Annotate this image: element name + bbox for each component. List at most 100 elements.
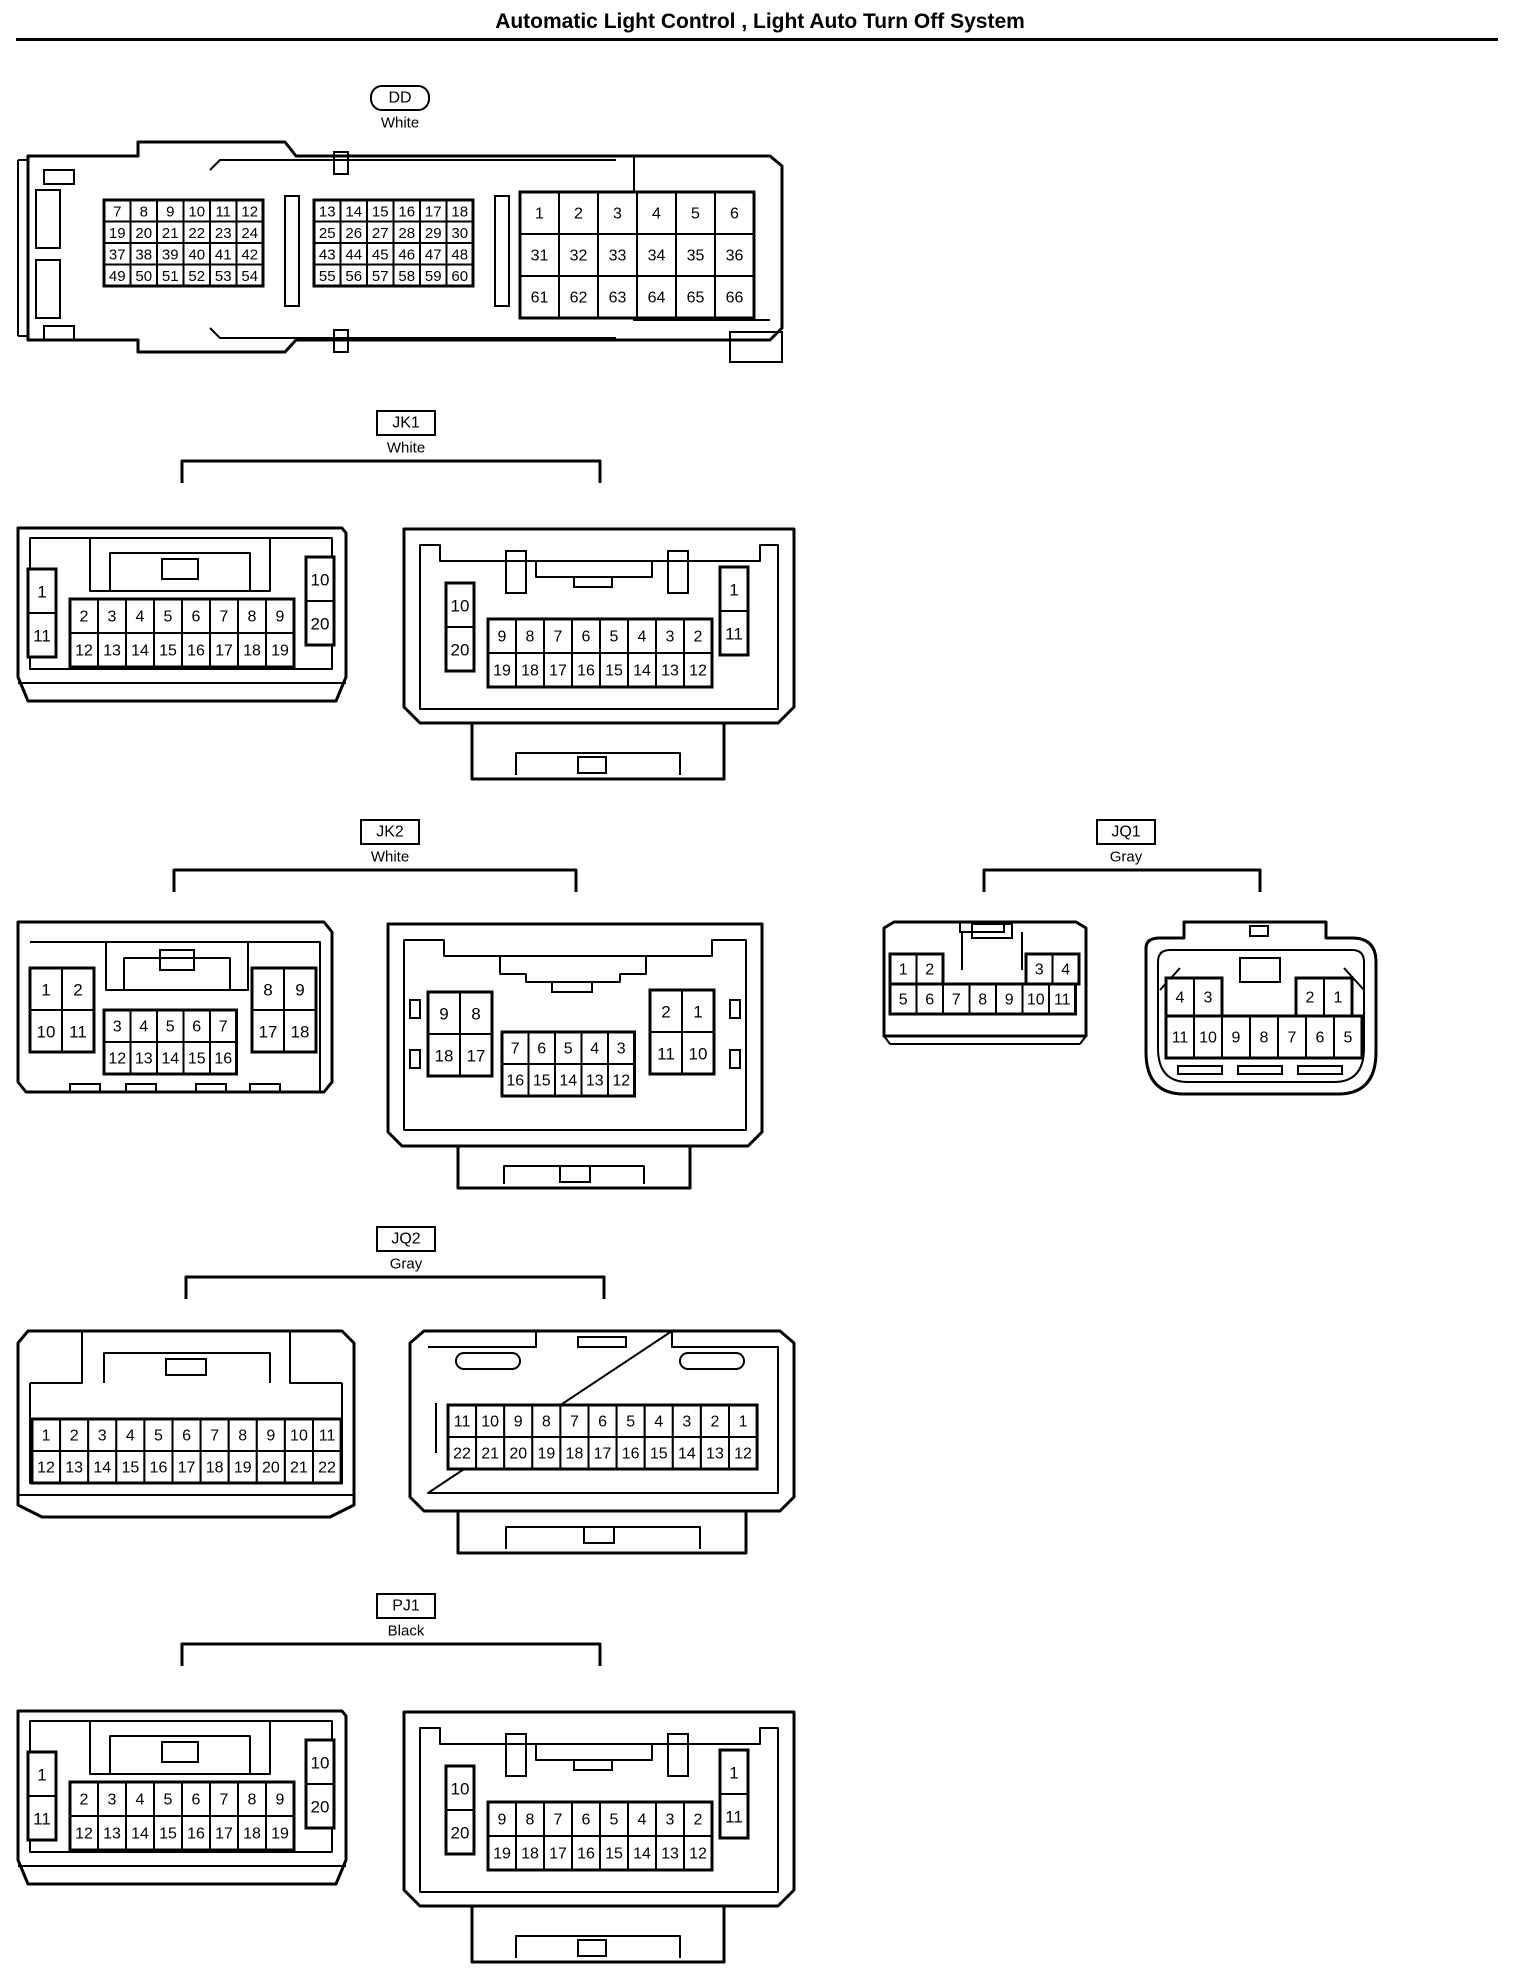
housing-outline [159, 949, 195, 971]
housing-outline [26, 140, 784, 354]
pin-number: 58 [398, 268, 415, 285]
pin-number: 1 [1334, 990, 1343, 1007]
connector-id: JK1 [392, 415, 420, 432]
pin-number: 19 [271, 643, 289, 660]
pin-cell [209, 632, 239, 668]
pin-cell [199, 1418, 230, 1452]
pin-number: 4 [638, 629, 647, 646]
pin-number: 4 [652, 206, 661, 223]
pin-number: 3 [113, 1019, 122, 1036]
pin-number: 62 [570, 290, 588, 307]
pin-number: 8 [1260, 1030, 1269, 1047]
pin-number: 3 [108, 1792, 117, 1809]
housing-outline [89, 538, 271, 592]
pin-block-outline [26, 1750, 58, 1842]
pin-number: 1 [37, 1766, 46, 1785]
housing-outline [402, 1710, 796, 1908]
pin-number: 31 [531, 248, 549, 265]
housing-outline [971, 923, 1013, 939]
pin-number: 24 [241, 225, 258, 242]
housing-outline [109, 1735, 251, 1774]
pin-number: 15 [605, 663, 623, 680]
pin-number: 12 [241, 203, 258, 220]
pin-number: 6 [537, 1041, 546, 1058]
pin-number: 7 [1288, 1030, 1297, 1047]
housing-outline [573, 576, 613, 588]
pin-number: 36 [726, 248, 744, 265]
pin-cell [599, 618, 629, 654]
pin-number: 1 [37, 583, 46, 602]
pin-block-outline [250, 966, 318, 1054]
pin-number: 65 [687, 290, 705, 307]
pin-number: 10 [481, 1414, 499, 1431]
pin-number: 7 [210, 1428, 219, 1445]
housing-outline [16, 1709, 348, 1886]
pin-number: 14 [345, 203, 362, 220]
pin-number: 11 [657, 1045, 675, 1064]
pin-number: 9 [498, 1812, 507, 1829]
pin-number: 29 [425, 225, 442, 242]
pin-number: 9 [166, 203, 174, 220]
pin-cell [675, 275, 716, 319]
housing-outline [535, 1744, 653, 1761]
housing-outline [35, 259, 61, 319]
housing-outline [499, 956, 647, 983]
pin-number: 49 [109, 268, 126, 285]
pin-number: 4 [126, 1428, 135, 1445]
pin-number: 25 [319, 225, 336, 242]
pin-block-outline [500, 1030, 636, 1098]
housing-outline [1249, 925, 1269, 937]
pin-cell [571, 652, 601, 688]
view-bracket [184, 1275, 606, 1299]
pin-number: 4 [139, 1019, 148, 1036]
pin-number: 9 [295, 981, 304, 1000]
pin-number: 30 [451, 225, 468, 242]
housing-outline [419, 1727, 779, 1893]
pin-number: 5 [626, 1414, 635, 1431]
pin-number: 7 [554, 629, 563, 646]
pin-number: 34 [648, 248, 666, 265]
pin-number: 3 [98, 1428, 107, 1445]
housing-outline [43, 325, 75, 341]
pin-block-outline [888, 982, 1077, 1016]
pin-number: 9 [498, 629, 507, 646]
connector-color: White [387, 440, 425, 457]
pin-number: 8 [238, 1428, 247, 1445]
pin-number: 7 [554, 1812, 563, 1829]
pin-number: 60 [451, 268, 468, 285]
pin-number: 46 [398, 246, 415, 263]
pin-number: 1 [899, 962, 908, 979]
pin-number: 12 [37, 1460, 55, 1477]
pin-number: 33 [609, 248, 627, 265]
housing-outline [409, 1049, 421, 1069]
housing-outline [105, 942, 249, 991]
housing-outline [470, 723, 726, 781]
housing-outline [30, 941, 321, 1092]
pin-cell [627, 1801, 657, 1837]
pin-number: 8 [263, 981, 272, 1000]
pin-number: 19 [234, 1460, 252, 1477]
pin-number: 3 [666, 629, 675, 646]
housing-outline [333, 151, 349, 175]
pin-number: 15 [188, 1051, 206, 1068]
pin-number: 17 [215, 1826, 233, 1843]
housing-outline [505, 1733, 527, 1777]
pin-number: 9 [276, 1792, 285, 1809]
pin-number: 5 [610, 629, 619, 646]
page-title: Automatic Light Control , Light Auto Tur… [495, 10, 1025, 33]
housing-outline [408, 1329, 796, 1513]
pin-number: 6 [730, 206, 739, 223]
pin-number: 17 [594, 1446, 612, 1463]
pin-number: 7 [220, 609, 229, 626]
pin-number: 6 [582, 1812, 591, 1829]
pin-number: 13 [661, 1846, 679, 1863]
pin-number: 5 [899, 992, 908, 1009]
pin-cell [125, 1781, 155, 1817]
pin-number: 4 [1061, 962, 1070, 979]
pin-number: 1 [41, 981, 50, 1000]
pin-number: 18 [243, 1826, 261, 1843]
